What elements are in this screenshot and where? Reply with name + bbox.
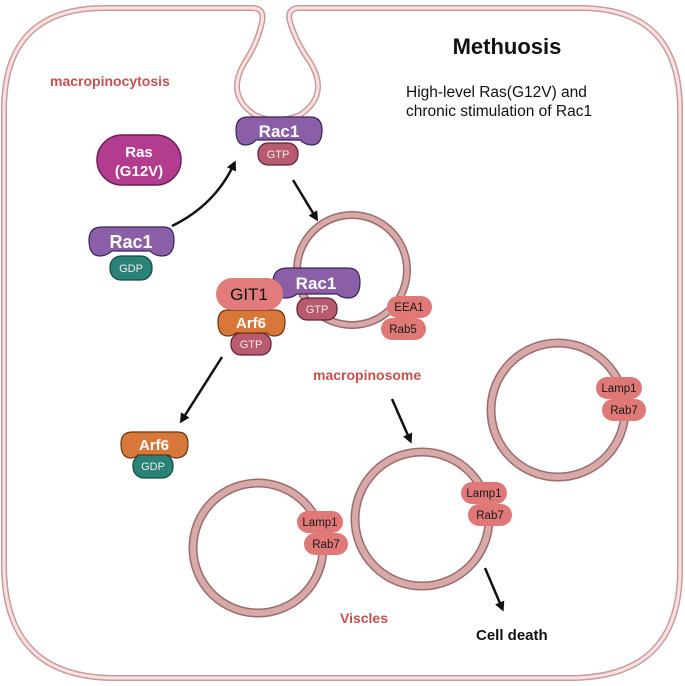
marker-eea1: EEA1 (394, 302, 423, 314)
rac1-inactive-label: Rac1 (109, 232, 152, 252)
cell-membrane (1, 5, 683, 681)
gdp-label: GDP (141, 461, 165, 473)
marker-lamp1: Lamp1 (466, 488, 501, 500)
arrow-to-cell-death (483, 567, 505, 612)
vesicle-left-markers: Lamp1 Rab7 (297, 511, 348, 555)
git1-label: GIT1 (230, 285, 268, 304)
label-vesicles: Viscles (340, 610, 388, 626)
label-cell-death: Cell death (476, 627, 548, 644)
arf6-active-label: Arf6 (236, 315, 266, 332)
marker-lamp1: Lamp1 (601, 383, 636, 395)
gtp-label: GTP (267, 149, 290, 161)
rac1-macropinosome-label: Rac1 (296, 274, 337, 293)
ras-mutation-label: (G12V) (115, 163, 163, 180)
rac1-gdp-inactive: GDP Rac1 (88, 226, 175, 281)
macropinosome-markers: EEA1 Rab5 (381, 296, 432, 340)
gtp-label: GTP (240, 339, 263, 351)
gdp-label: GDP (119, 263, 143, 275)
arf6-gdp-inactive: GDP Arf6 (120, 431, 189, 479)
arrow-rac1-activation (171, 160, 237, 228)
ras-g12v-protein: Ras (G12V) (96, 134, 182, 186)
rac1-label: Rac1 (259, 122, 300, 141)
vesicle-left (188, 478, 328, 618)
vesicle-right-markers: Lamp1 Rab7 (596, 377, 646, 421)
diagram-title: Methuosis (453, 34, 562, 59)
arf6-inactive-label: Arf6 (139, 437, 169, 454)
marker-lamp1: Lamp1 (302, 517, 337, 529)
ras-label: Ras (125, 144, 153, 161)
git1-arf6-complex: GTP Arf6 GIT1 (216, 278, 286, 356)
label-macropinosome: macropinosome (313, 367, 421, 383)
gtp-label: GTP (306, 304, 329, 316)
arrow-arf6-inactivation (179, 356, 224, 424)
marker-rab7: Rab7 (476, 510, 504, 522)
marker-rab5: Rab5 (389, 324, 417, 336)
marker-rab7: Rab7 (610, 405, 638, 417)
rac1-gtp-membrane: GTP Rac1 (235, 116, 323, 166)
label-macropinocytosis: macropinocytosis (50, 73, 170, 89)
marker-rab7: Rab7 (312, 539, 340, 551)
subtitle-line-1: High-level Ras(G12V) and (406, 84, 587, 101)
vesicle-middle-markers: Lamp1 Rab7 (461, 482, 512, 526)
subtitle-line-2: chronic stimulation of Rac1 (406, 103, 592, 120)
arrow-to-vesicles (390, 398, 413, 444)
rac1-gtp-macropinosome: GTP Rac1 (272, 267, 361, 321)
arrow-to-macropinosome (291, 179, 319, 222)
